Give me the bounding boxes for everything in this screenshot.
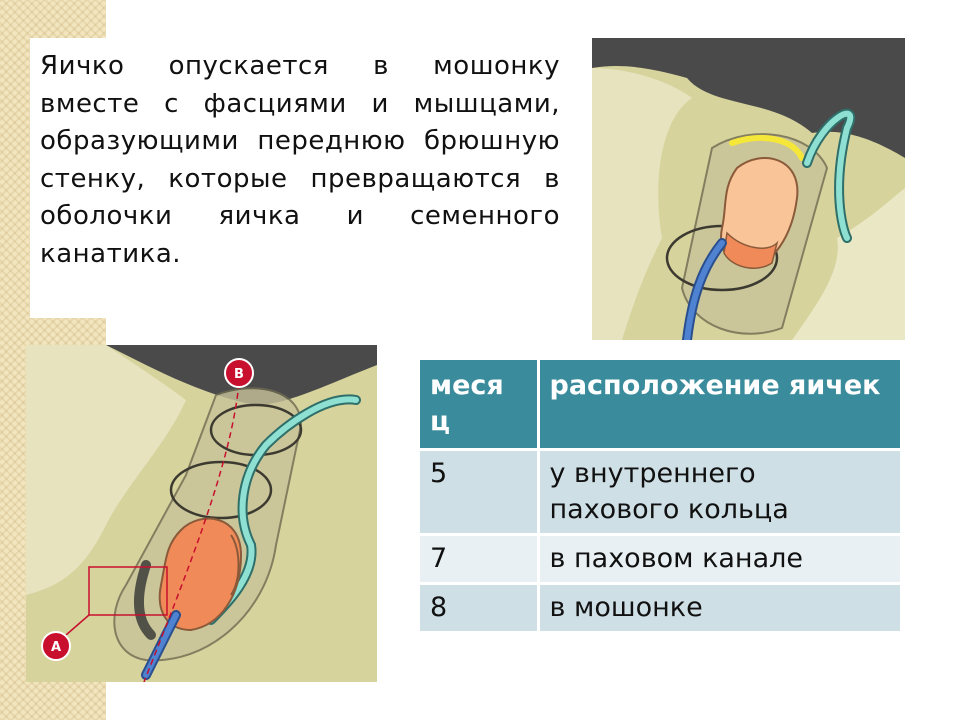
vas-deferens <box>684 240 725 340</box>
testis-position-table: меся ц расположение яичек 5 у внутреннег… <box>420 360 900 631</box>
yellow-arrow <box>729 135 805 161</box>
text-panel: Яичко опускается в мошонку вместе с фасц… <box>30 38 580 318</box>
marker-a-label: A <box>51 640 61 655</box>
marker-a <box>41 631 71 661</box>
marker-a-leader <box>65 614 90 636</box>
marker-b-label: B <box>234 367 244 382</box>
cell-month: 8 <box>420 582 540 631</box>
cell-location: в паховом канале <box>538 533 900 584</box>
cord-teal <box>804 110 854 241</box>
header-location: расположение яичек <box>538 360 900 450</box>
region-box <box>88 566 168 616</box>
table-row: 8 в мошонке <box>420 582 900 631</box>
testis <box>158 517 243 632</box>
light-tissue <box>26 345 186 595</box>
marker-b <box>224 358 254 388</box>
light-tissue-right <box>792 188 905 340</box>
description-paragraph: Яичко опускается в мошонку вместе с фасц… <box>40 51 560 269</box>
light-tissue <box>592 68 692 340</box>
cell-location: в мошонке <box>538 582 900 631</box>
epididymis-line <box>230 534 240 596</box>
epididymis <box>723 231 779 269</box>
cell-month: 5 <box>420 448 540 535</box>
table-row: 7 в паховом канале <box>420 533 900 584</box>
cell-location: у внутреннего пахового кольца <box>538 448 900 535</box>
testis-descent-illustration-bottom: B A <box>26 345 377 682</box>
shadow-fold <box>134 560 156 640</box>
axis-line <box>143 382 240 682</box>
table-header-row: меся ц расположение яичек <box>420 360 900 450</box>
cord-teal <box>208 396 359 623</box>
table-row: 5 у внутреннего пахового кольца <box>420 448 900 535</box>
cell-month: 7 <box>420 533 540 584</box>
ring-outline-lower <box>169 460 273 520</box>
header-month: меся ц <box>420 360 540 450</box>
testis-descent-illustration-top <box>592 38 905 340</box>
